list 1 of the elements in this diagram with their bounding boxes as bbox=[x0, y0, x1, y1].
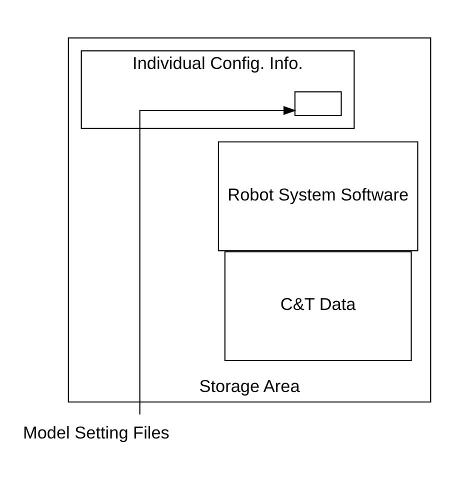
node-text: Model Setting Files bbox=[22, 422, 170, 442]
